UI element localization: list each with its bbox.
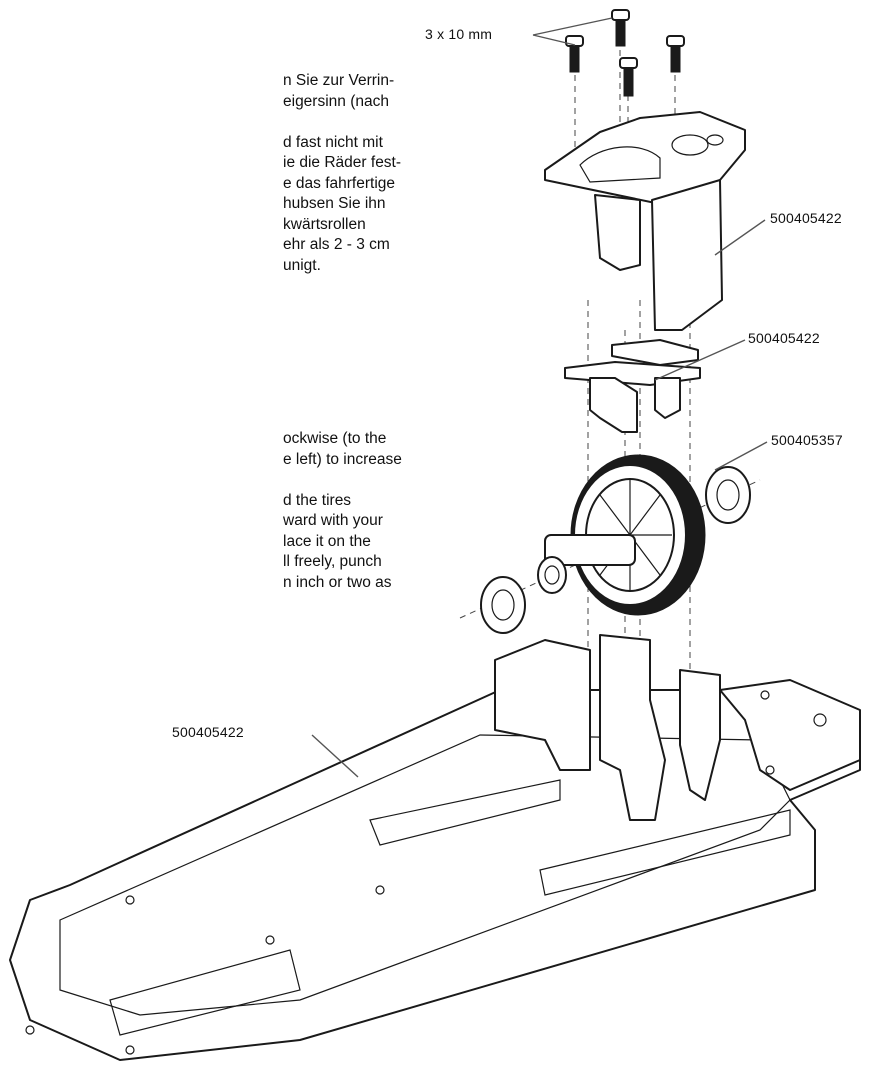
motor-plate: [564, 339, 701, 433]
leader-lines: [311, 17, 768, 778]
screw-2: [565, 35, 584, 73]
english-line: e left) to increase: [283, 450, 402, 468]
english-line: ward with your: [283, 512, 383, 529]
screw-4: [619, 57, 638, 97]
german-line: unigt.: [283, 256, 321, 274]
motor-mount-part-number: 500405422: [770, 210, 842, 226]
german-line: d fast nicht mit: [283, 133, 383, 151]
instructions-german: n Sie zur Verrin- eigersinn (nach d fast…: [283, 71, 401, 276]
german-line: e das fahrfertige: [283, 174, 396, 192]
english-line: ll freely, punch: [283, 553, 382, 570]
german-line: [283, 112, 401, 133]
english-line: ockwise (to the: [283, 430, 387, 447]
bearing-part-number: 500405357: [771, 432, 843, 448]
spur-gear: [537, 454, 706, 616]
chassis: [9, 634, 861, 1061]
instructions-english: ockwise (to the e left) to increase d th…: [283, 429, 402, 593]
german-line: hubsen Sie ihn: [283, 195, 386, 212]
screw-size-label: 3 x 10 mm: [425, 26, 493, 42]
screws: [565, 9, 685, 97]
german-line: kwärtsrollen: [283, 215, 366, 233]
chassis-part-number: 500405422: [172, 724, 244, 740]
german-line: n Sie zur Verrin-: [283, 72, 395, 89]
german-line: ehr als 2 - 3 cm: [283, 236, 390, 253]
english-line: lace it on the: [283, 532, 371, 550]
motor-mount: [544, 111, 746, 331]
german-line: eigersinn (nach: [283, 92, 389, 110]
english-line: n inch or two as: [283, 573, 392, 591]
english-line: [283, 470, 402, 491]
screw-3: [666, 35, 685, 73]
english-line: d the tires: [283, 491, 352, 509]
motor-plate-part-number: 500405422: [748, 330, 820, 346]
german-line: ie die Räder fest-: [283, 154, 402, 171]
bearing-right: [705, 466, 751, 524]
screw-1: [611, 9, 630, 47]
bearing-left: [480, 576, 526, 634]
